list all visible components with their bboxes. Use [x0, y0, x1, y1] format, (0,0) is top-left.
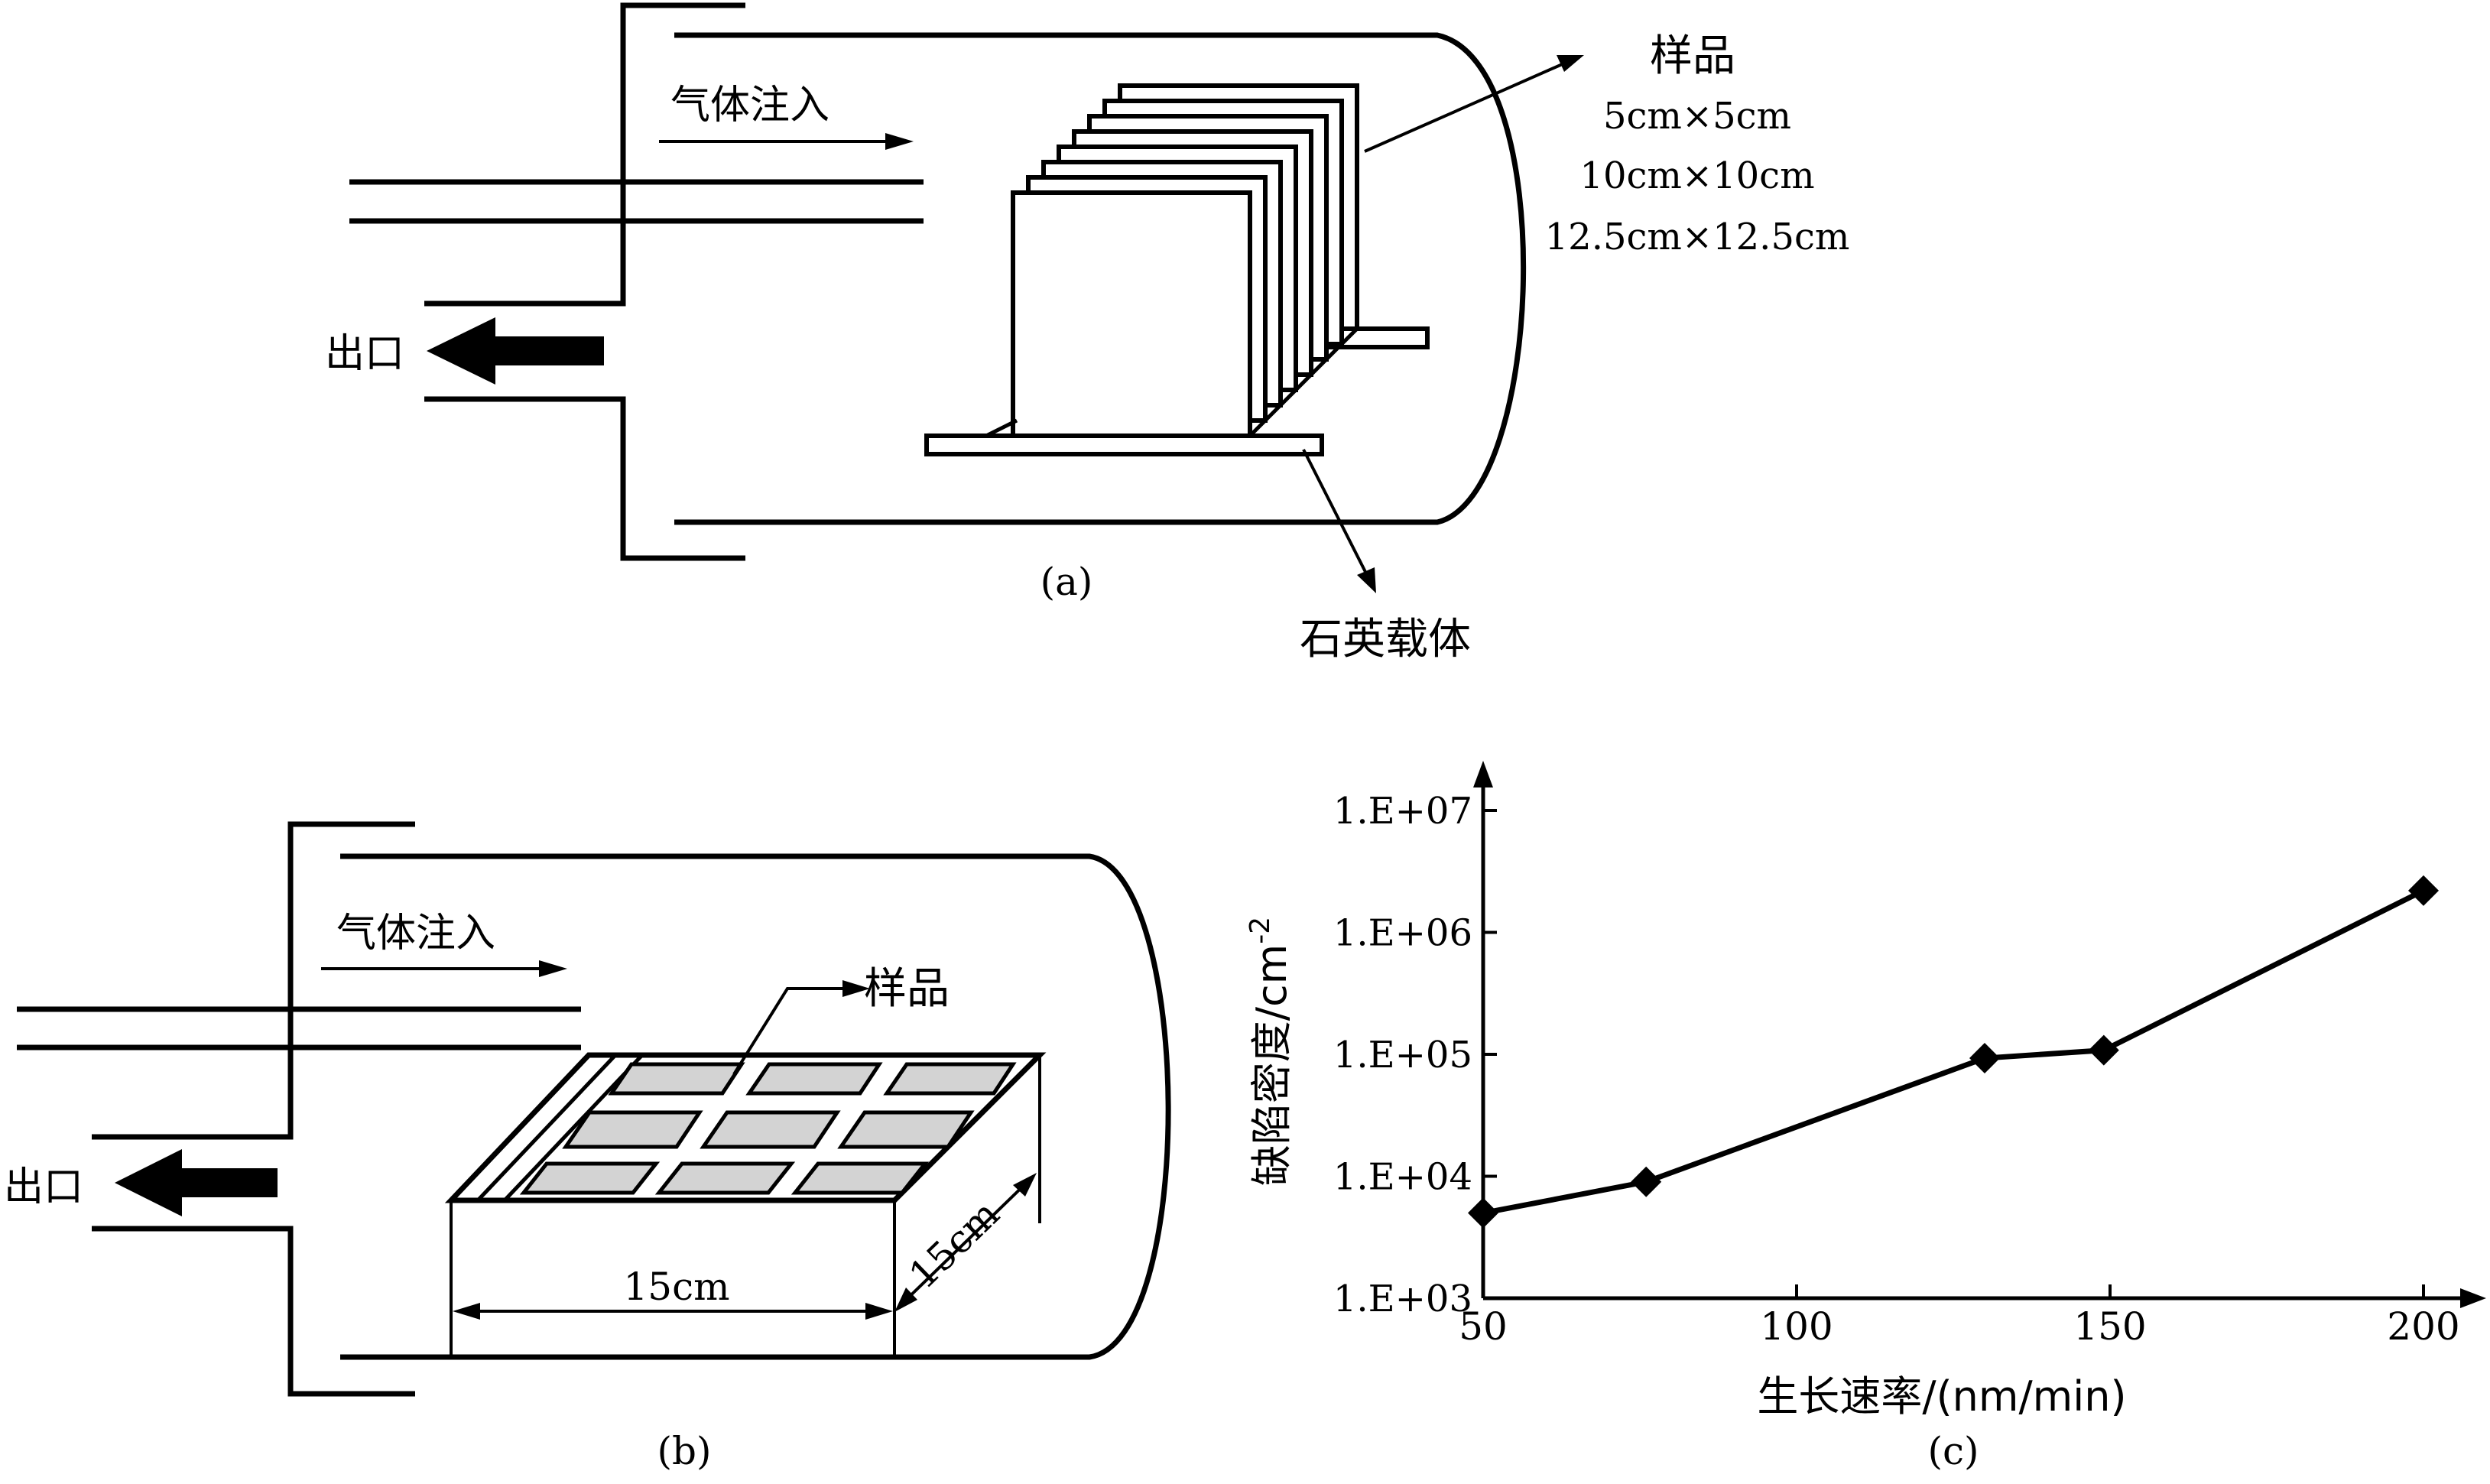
- sample-tray-b: [444, 1052, 1047, 1357]
- caption-a: (a): [1040, 560, 1093, 604]
- data-point-marker: [2408, 875, 2439, 906]
- sample-size-3: 12.5cm×12.5cm: [1545, 216, 1850, 258]
- y-tick-label: 1.E+03: [1333, 1278, 1472, 1320]
- carrier-leader-a: [1302, 449, 1376, 593]
- depth-dimension-b: [894, 1173, 1037, 1312]
- panel-a: 气体注入 出口: [325, 2, 1850, 664]
- x-tick-label: 100: [1760, 1304, 1833, 1349]
- x-tick-label: 200: [2387, 1304, 2459, 1349]
- x-axis-arrow: [2460, 1288, 2486, 1308]
- caption-c: (c): [1927, 1429, 1979, 1473]
- outlet-label-b: 出口: [4, 1164, 83, 1210]
- y-axis-label: 缺陷密度/cm-2: [1245, 917, 1296, 1186]
- gas-flow-arrow-b: [321, 960, 567, 977]
- sample-size-1: 5cm×5cm: [1603, 95, 1791, 138]
- quartz-rail-front-a: [924, 434, 1324, 456]
- sample-stack-a: [924, 83, 1430, 456]
- width-dimension-b: [453, 1303, 893, 1320]
- data-point-marker: [1468, 1197, 1498, 1229]
- depth-label-b: 15cm: [901, 1192, 1008, 1297]
- flange-lower-b: [92, 1226, 415, 1397]
- sample-cells-b: [519, 1062, 1017, 1195]
- sample-leader-a: [1364, 55, 1584, 153]
- x-tick-label: 150: [2073, 1304, 2146, 1349]
- chamber-a: [349, 2, 1526, 561]
- gas-inlet-label-b: 气体注入: [336, 911, 495, 956]
- gas-flow-arrow-a: [659, 133, 914, 150]
- x-axis-label: 生长速率/(nm/min): [1757, 1372, 2126, 1421]
- y-tick-label: 1.E+07: [1333, 790, 1472, 833]
- y-tick-label: 1.E+04: [1333, 1156, 1472, 1199]
- y-axis-arrow: [1473, 761, 1493, 787]
- y-tick-label: 1.E+06: [1333, 912, 1472, 955]
- data-point-marker: [2088, 1034, 2119, 1066]
- outlet-label-a: 出口: [325, 331, 404, 377]
- series-line: [1482, 888, 2425, 1216]
- y-axis-label-superscript: -2: [1245, 917, 1276, 944]
- sample-size-2: 10cm×10cm: [1579, 154, 1814, 197]
- sample-leader-b: [732, 980, 870, 1076]
- sample-plate-front-a: [1011, 190, 1252, 438]
- series-markers: [1468, 875, 2439, 1229]
- outlet-arrow-a: [427, 317, 604, 385]
- tube-body-b: [340, 853, 1171, 1360]
- x-tick-label: 50: [1459, 1304, 1508, 1349]
- data-point-marker: [1969, 1043, 2000, 1074]
- sample-label-b: 样品: [864, 964, 950, 1014]
- x-ticks: 50 100 150 200: [1459, 1284, 2460, 1349]
- y-ticks: 1.E+03 1.E+04 1.E+05 1.E+06 1.E+07: [1333, 790, 1497, 1320]
- sample-label-a: 样品: [1650, 31, 1735, 81]
- flange-upper-b: [92, 821, 415, 1140]
- carrier-label-a: 石英载体: [1300, 615, 1471, 664]
- data-point-marker: [1631, 1166, 1662, 1197]
- flange-lower-a: [424, 396, 745, 561]
- caption-b: (b): [657, 1429, 711, 1473]
- width-label-b: 15cm: [623, 1265, 729, 1309]
- gas-inlet-label-a: 气体注入: [670, 83, 829, 128]
- outlet-arrow-b: [115, 1149, 278, 1216]
- flange-upper-a: [424, 2, 745, 307]
- y-tick-label: 1.E+05: [1333, 1034, 1472, 1076]
- tube-body-a: [674, 32, 1526, 525]
- chamber-b: [17, 821, 1171, 1397]
- panel-b: 气体注入 出口: [4, 821, 1171, 1473]
